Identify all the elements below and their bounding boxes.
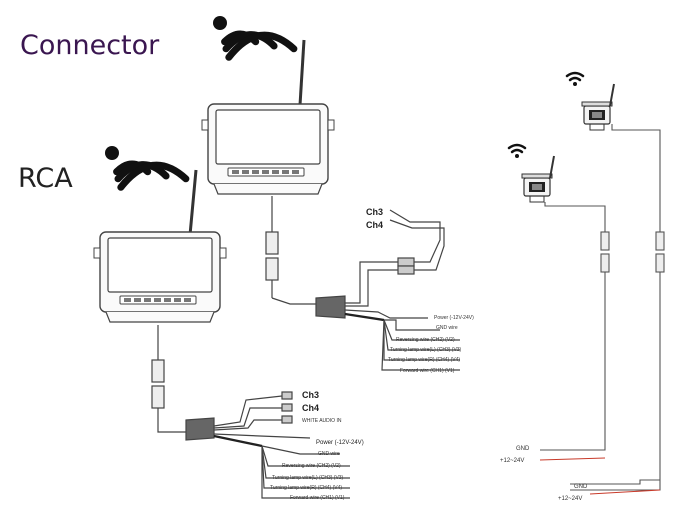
rca-power: Power (-12V-24V) <box>316 440 364 446</box>
monitor-connector <box>201 39 335 195</box>
conn-ch4: Ch4 <box>366 220 383 230</box>
cam1-v: +12~24V <box>500 458 524 464</box>
conn-turning-r: Turning lamp wire(R) (CH4) (V4) <box>388 357 460 363</box>
rca-ch4: Ch4 <box>302 403 319 413</box>
rca-reversing: Reversing wire (CH2) (V2) <box>282 463 341 469</box>
wifi-icon-camera-1 <box>565 71 585 86</box>
rca-gnd: GND wire <box>318 451 340 457</box>
rca-turning-r: Turning lamp wire(R) (CH4) (V4) <box>270 485 342 491</box>
cam2-v: +12~24V <box>558 496 582 502</box>
rca-audio: WHITE AUDIO IN <box>302 418 342 424</box>
monitor-rca <box>93 169 227 323</box>
rca-title: RCA <box>18 163 73 194</box>
rca-harness: Ch3 Ch4 WHITE AUDIO IN Power (-12V-24V) … <box>151 325 364 501</box>
camera-1 <box>581 83 615 131</box>
conn-turning-l: Turning lamp wire(L) (CH3) (V3) <box>390 347 462 353</box>
conn-reversing: Reversing wire (CH2) (V2) <box>396 337 455 343</box>
cam2-gnd: GND <box>574 484 588 490</box>
wifi-icon-rca <box>105 146 190 191</box>
connector-harness: Ch3 Ch4 Power (-12V-24V) GND wire Revers… <box>265 196 474 374</box>
connector-title: Connector <box>20 30 160 61</box>
conn-gnd: GND wire <box>436 325 458 331</box>
conn-power: Power (-12V-24V) <box>434 315 474 321</box>
rca-ch3: Ch3 <box>302 390 319 400</box>
conn-forward: Forward wire (CH1) (V1) <box>400 368 455 374</box>
rca-turning-l: Turning lamp wire(L) (CH3) (V3) <box>272 475 344 481</box>
conn-ch3: Ch3 <box>366 207 383 217</box>
cam1-gnd: GND <box>516 446 530 452</box>
rca-forward: Forward wire (CH1) (V1) <box>290 495 345 501</box>
wifi-icon-connector <box>213 16 298 61</box>
camera-cables: GND +12~24V GND +12~24V <box>500 124 665 502</box>
camera-2 <box>521 155 555 203</box>
wifi-icon-camera-2 <box>507 143 527 158</box>
